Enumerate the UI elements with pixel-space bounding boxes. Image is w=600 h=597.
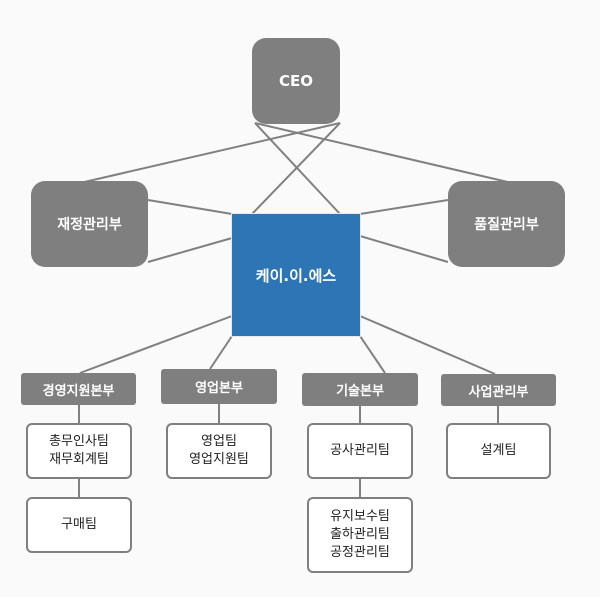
ceo-box: CEO <box>252 38 340 124</box>
team-general-affairs-finance: 총무인사팀 재무회계팀 <box>26 423 132 479</box>
company-box: 케이.이.에스 <box>231 213 361 337</box>
connector-line <box>359 315 496 375</box>
division-tech: 기술본부 <box>302 373 418 406</box>
team-construction: 공사관리팀 <box>307 423 413 479</box>
division-management: 경영지원본부 <box>21 373 136 405</box>
connector-line <box>79 122 341 184</box>
connector-line <box>359 335 386 374</box>
connector-line <box>147 237 233 263</box>
team-purchasing: 구매팀 <box>26 497 132 553</box>
quality-dept-box: 품질관리부 <box>448 181 565 267</box>
connector-line <box>209 335 233 370</box>
connector-line <box>254 122 341 215</box>
connector-line <box>359 235 449 263</box>
team-sales: 영업팀 영업지원팀 <box>166 423 272 479</box>
connector-line <box>251 122 341 215</box>
connector-line <box>359 199 449 215</box>
connector-line <box>79 315 233 374</box>
team-design: 설계팀 <box>446 423 551 479</box>
team-maintenance-shipping-process: 유지보수팀 출하관리팀 공정관리팀 <box>307 497 413 573</box>
connector-line <box>254 122 513 184</box>
finance-dept-box: 재정관리부 <box>31 181 148 267</box>
division-sales: 영업본부 <box>161 369 277 404</box>
division-business: 사업관리부 <box>441 374 556 406</box>
connector-line <box>147 199 233 215</box>
